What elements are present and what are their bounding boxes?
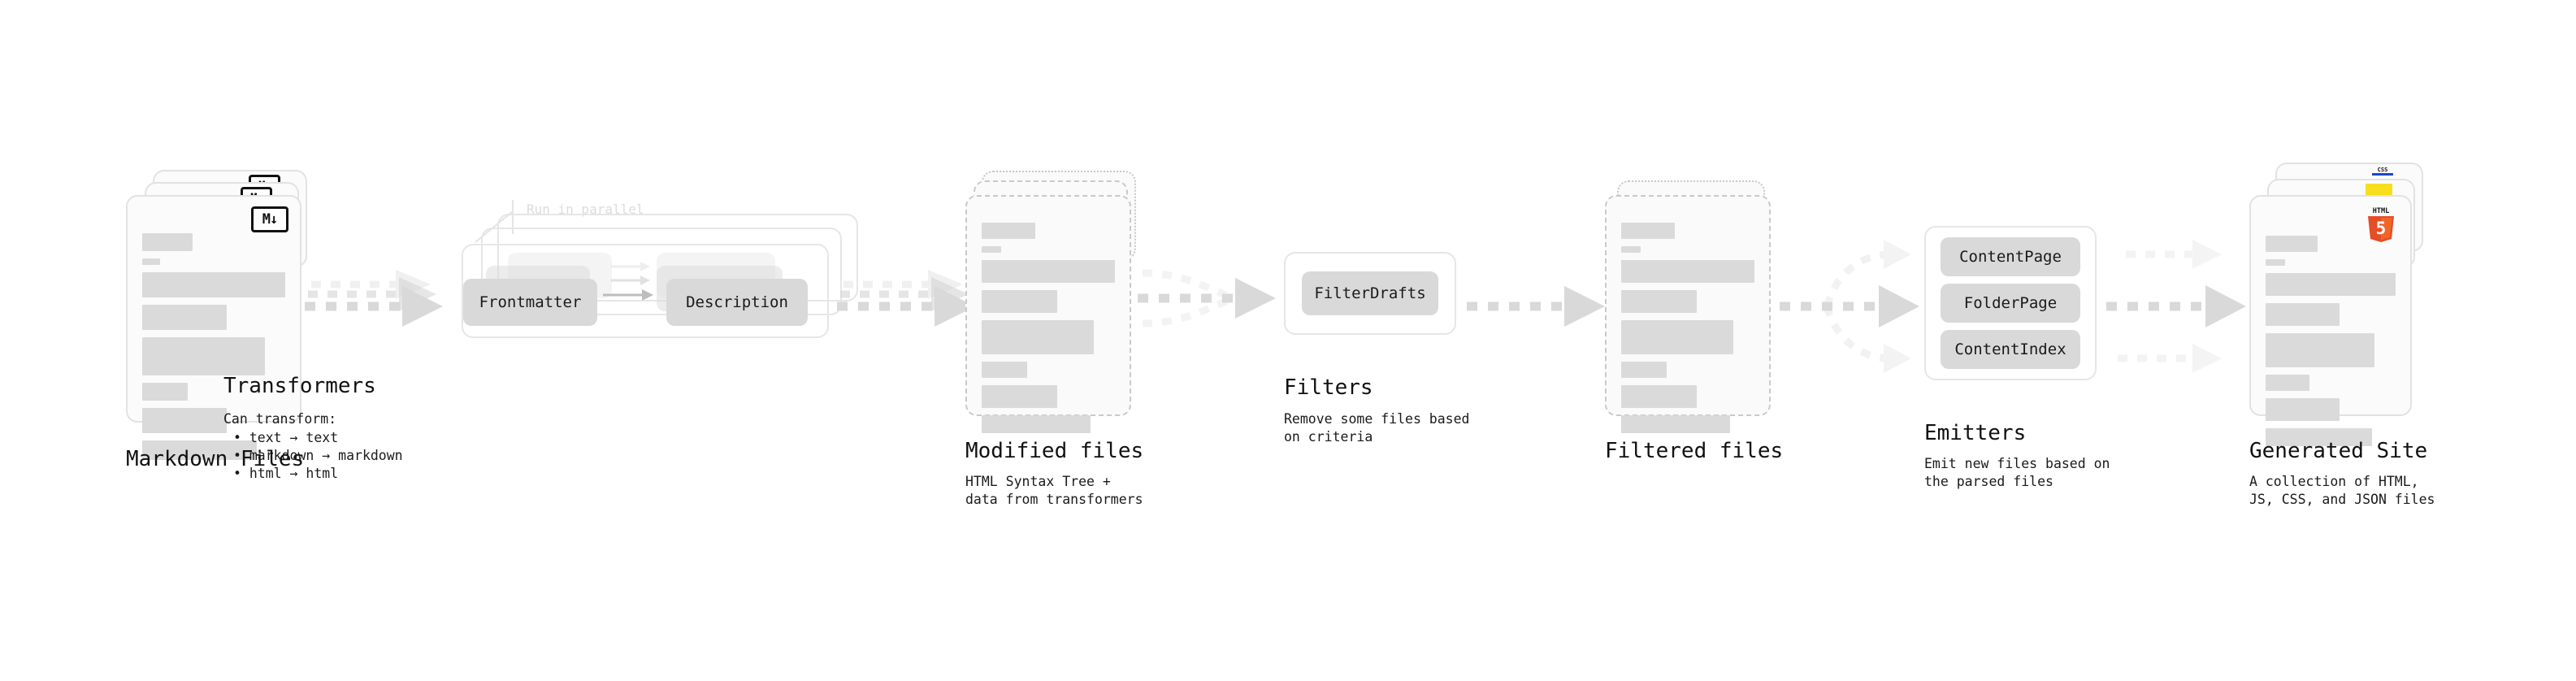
placeholder-line [2266,236,2318,252]
placeholder-line [1621,385,1698,408]
modified-placeholder-lines [982,223,1115,440]
filtered-card-front [1605,195,1771,433]
svg-text:HTML: HTML [2373,207,2389,215]
placeholder-line [1621,415,1731,433]
placeholder-line [982,246,1001,253]
placeholder-line [142,383,189,401]
placeholder-line [2266,398,2340,421]
transformer-chip-description: Description [666,279,808,326]
placeholder-line [142,305,227,330]
placeholder-line [2266,428,2373,446]
arrow-filtered-to-emitters [1780,223,1942,386]
modified-files-subtitle: HTML Syntax Tree + data from transformer… [965,474,1143,507]
placeholder-line [142,272,285,297]
chip-label: ContentIndex [1954,340,2066,358]
placeholder-line [2266,333,2375,367]
placeholder-line [1621,246,1641,253]
placeholder-line [2266,259,2285,266]
arrow-filters-to-filtered [1467,268,1609,341]
transformer-chip-frontmatter: Frontmatter [463,279,597,326]
placeholder-line [142,440,257,460]
emitters-title: Emitters [1924,421,2027,445]
site-card-front: HTML 5 [2249,195,2412,446]
markdown-card-front: M↓ [126,195,301,460]
placeholder-line [1621,362,1667,378]
placeholder-line [982,320,1094,354]
placeholder-line [142,258,160,265]
arrow-modified-to-filters [1138,260,1292,349]
svg-text:5: 5 [2376,219,2387,238]
chip-label: Description [686,293,788,311]
placeholder-line [1621,290,1698,313]
transformers-title: Transformers [223,374,376,398]
filters-chip-filterdrafts: FilterDrafts [1302,271,1438,315]
html5-icon: HTML 5 [2363,205,2399,242]
css-icon-label: CSS [2377,167,2388,173]
placeholder-line [982,385,1058,408]
placeholder-line [2266,375,2310,391]
css-icon: CSS [2372,167,2393,178]
placeholder-line [142,233,193,251]
run-in-parallel-label: Run in parallel [527,202,644,217]
transformer-inner-arrows [603,260,709,325]
placeholder-line [2266,273,2396,296]
placeholder-line [982,362,1027,378]
modified-card-front [965,195,1131,433]
arrow-markdown-to-transformers [305,268,447,341]
markdown-placeholder-lines [142,233,285,467]
markdown-files-title: Markdown Files [126,447,305,471]
transformers-bullet-0: • text → text [233,430,339,445]
placeholder-line [142,408,227,433]
css-icon-bar [2372,173,2393,176]
placeholder-line [1621,223,1675,239]
filters-title: Filters [1284,375,1373,400]
emitters-chip-contentpage: ContentPage [1941,237,2080,276]
markdown-icon: M↓ [251,206,288,232]
chip-label: Frontmatter [479,293,582,311]
placeholder-line [1621,260,1754,283]
modified-files-title: Modified files [965,439,1144,463]
generated-site-title: Generated Site [2249,439,2428,463]
transformers-bullet-1: • markdown → markdown [233,448,403,463]
transformers-subtitle: Can transform: [223,411,337,427]
transformers-bullet-2: • html → html [233,466,339,481]
chip-label: ContentPage [1959,248,2062,266]
transformer-box-front [462,244,829,338]
placeholder-line [982,223,1035,239]
emitters-chip-folderpage: FolderPage [1941,284,2080,323]
emitters-subtitle: Emit new files based on the parsed files [1924,456,2110,489]
placeholder-line [982,260,1115,283]
generated-site-subtitle: A collection of HTML, JS, CSS, and JSON … [2249,474,2435,507]
chip-label: FolderPage [1963,294,2058,312]
placeholder-line [982,415,1091,433]
placeholder-line [982,290,1058,313]
arrow-transformers-to-modified [837,268,979,341]
site-placeholder-lines [2266,236,2396,453]
placeholder-line [1621,320,1733,354]
transformer-box-back-1 [481,228,842,315]
emitters-chip-contentindex: ContentIndex [1941,330,2080,369]
placeholder-line [142,337,266,375]
arrow-emitters-to-site [2106,223,2261,386]
filtered-files-title: Filtered files [1605,439,1784,463]
chip-label: FilterDrafts [1314,284,1426,302]
filters-subtitle: Remove some files based on criteria [1284,411,1470,445]
placeholder-line [2266,303,2340,326]
filtered-placeholder-lines [1621,223,1754,440]
